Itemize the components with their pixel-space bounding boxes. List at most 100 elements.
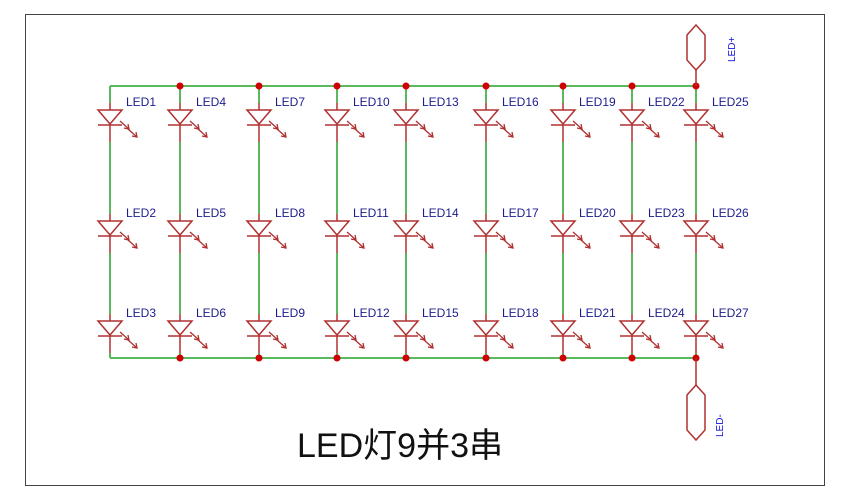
led-diode-icon bbox=[245, 320, 273, 337]
led-label: LED4 bbox=[196, 95, 226, 109]
light-arrow-icon bbox=[713, 239, 724, 249]
positive-label: LED+ bbox=[727, 37, 738, 62]
light-arrow-icon bbox=[572, 231, 583, 241]
light-arrow-icon bbox=[189, 231, 200, 241]
led-component: LED26 bbox=[682, 206, 749, 253]
light-arrow-icon bbox=[713, 128, 724, 138]
led-diode-icon bbox=[472, 109, 500, 126]
light-arrow-icon bbox=[705, 331, 716, 341]
light-arrow-icon bbox=[572, 120, 583, 130]
light-arrow-icon bbox=[354, 239, 365, 249]
led-component: LED17 bbox=[472, 206, 539, 253]
light-arrow-icon bbox=[580, 239, 591, 249]
junction-dot bbox=[482, 82, 490, 90]
light-arrowhead bbox=[280, 342, 287, 349]
positive-connector-icon bbox=[686, 23, 706, 72]
light-arrowhead bbox=[507, 342, 514, 349]
led-component: LED16 bbox=[472, 95, 539, 142]
led-diode-icon bbox=[549, 220, 577, 237]
led-label: LED17 bbox=[502, 206, 539, 220]
light-arrow-icon bbox=[503, 128, 514, 138]
led-label: LED23 bbox=[648, 206, 685, 220]
light-arrow-icon bbox=[503, 339, 514, 349]
led-diode-icon bbox=[392, 220, 420, 237]
led-diode-icon bbox=[166, 320, 194, 337]
light-arrow-icon bbox=[197, 239, 208, 249]
light-arrowhead bbox=[584, 131, 591, 138]
light-arrowhead bbox=[645, 334, 652, 341]
light-arrowhead bbox=[499, 123, 506, 130]
junction-dot bbox=[559, 82, 567, 90]
light-arrowhead bbox=[123, 334, 130, 341]
light-arrowhead bbox=[201, 131, 208, 138]
led-diode-icon bbox=[682, 220, 710, 237]
light-arrowhead bbox=[584, 342, 591, 349]
led-component: LED21 bbox=[549, 306, 616, 353]
light-arrow-icon bbox=[580, 339, 591, 349]
light-arrow-icon bbox=[649, 239, 660, 249]
junction-dot bbox=[559, 354, 567, 362]
light-arrowhead bbox=[499, 234, 506, 241]
led-label: LED18 bbox=[502, 306, 539, 320]
light-arrowhead bbox=[709, 123, 716, 130]
led-label: LED21 bbox=[579, 306, 616, 320]
light-arrow-icon bbox=[705, 231, 716, 241]
light-arrow-icon bbox=[495, 120, 506, 130]
led-component: LED24 bbox=[618, 306, 685, 353]
light-arrowhead bbox=[653, 131, 660, 138]
led-label: LED19 bbox=[579, 95, 616, 109]
led-diode-icon bbox=[392, 109, 420, 126]
light-arrow-icon bbox=[641, 120, 652, 130]
led-component: LED9 bbox=[245, 306, 305, 353]
light-arrow-icon bbox=[119, 120, 130, 130]
light-arrow-icon bbox=[346, 120, 357, 130]
light-arrow-icon bbox=[127, 239, 138, 249]
light-arrowhead bbox=[584, 242, 591, 249]
light-arrowhead bbox=[131, 342, 138, 349]
light-arrow-icon bbox=[705, 120, 716, 130]
led-component: LED6 bbox=[166, 306, 226, 353]
light-arrow-icon bbox=[354, 339, 365, 349]
light-arrowhead bbox=[280, 131, 287, 138]
light-arrowhead bbox=[272, 334, 279, 341]
light-arrow-icon bbox=[346, 331, 357, 341]
light-arrow-icon bbox=[713, 339, 724, 349]
light-arrowhead bbox=[350, 234, 357, 241]
led-label: LED7 bbox=[275, 95, 305, 109]
light-arrowhead bbox=[358, 131, 365, 138]
junction-dot bbox=[628, 354, 636, 362]
junction-dot bbox=[628, 82, 636, 90]
light-arrow-icon bbox=[354, 128, 365, 138]
light-arrow-icon bbox=[641, 331, 652, 341]
light-arrowhead bbox=[123, 234, 130, 241]
led-diode-icon bbox=[323, 109, 351, 126]
light-arrowhead bbox=[427, 242, 434, 249]
light-arrowhead bbox=[507, 242, 514, 249]
light-arrow-icon bbox=[423, 239, 434, 249]
light-arrow-icon bbox=[189, 120, 200, 130]
light-arrowhead bbox=[717, 131, 724, 138]
light-arrowhead bbox=[272, 123, 279, 130]
light-arrowhead bbox=[201, 242, 208, 249]
light-arrow-icon bbox=[641, 231, 652, 241]
led-label: LED24 bbox=[648, 306, 685, 320]
led-label: LED3 bbox=[126, 306, 156, 320]
led-diode-icon bbox=[96, 109, 124, 126]
light-arrow-icon bbox=[649, 339, 660, 349]
led-diode-icon bbox=[166, 220, 194, 237]
light-arrowhead bbox=[280, 242, 287, 249]
led-label: LED1 bbox=[126, 95, 156, 109]
led-label: LED14 bbox=[422, 206, 459, 220]
light-arrow-icon bbox=[276, 339, 287, 349]
light-arrow-icon bbox=[276, 128, 287, 138]
light-arrow-icon bbox=[346, 231, 357, 241]
junction-dot bbox=[402, 82, 410, 90]
light-arrowhead bbox=[576, 334, 583, 341]
light-arrow-icon bbox=[189, 331, 200, 341]
light-arrow-icon bbox=[423, 128, 434, 138]
led-component: LED1 bbox=[96, 95, 156, 142]
light-arrow-icon bbox=[119, 231, 130, 241]
light-arrowhead bbox=[507, 131, 514, 138]
light-arrowhead bbox=[645, 234, 652, 241]
